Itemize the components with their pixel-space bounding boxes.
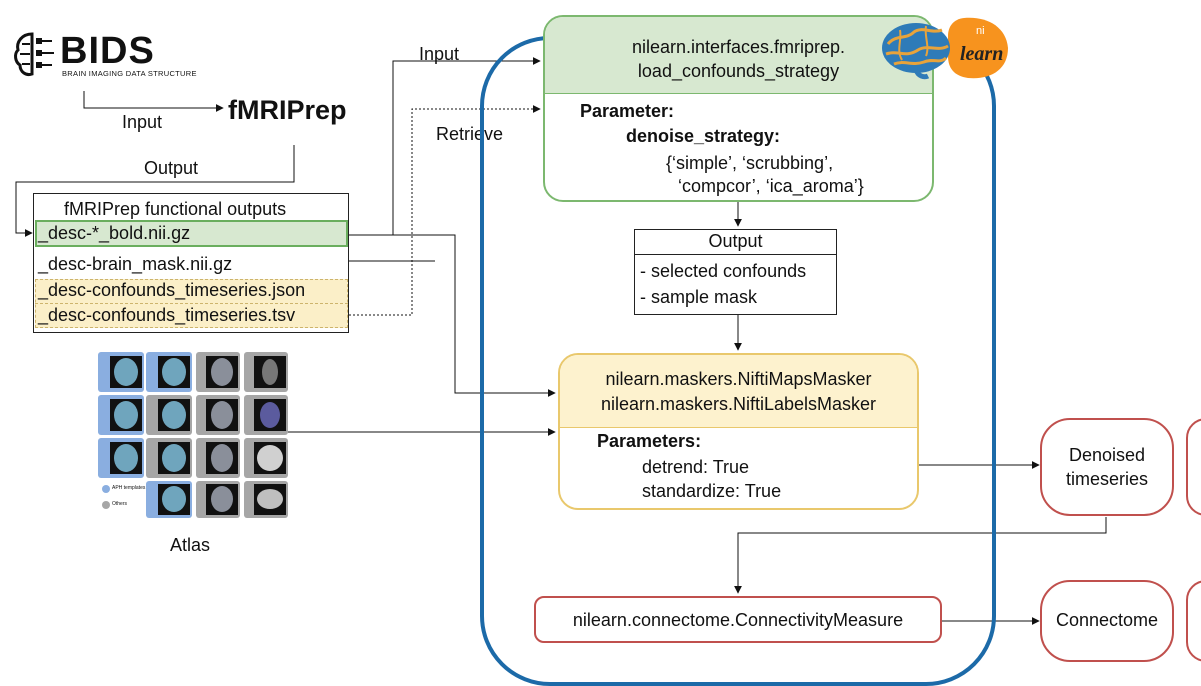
bids-logo-text: BIDS <box>60 30 155 72</box>
atlas-legend-others: Others <box>112 501 128 507</box>
file-brain-mask: _desc-brain_mask.nii.gz <box>38 254 233 274</box>
maskers-box <box>558 353 919 510</box>
load-confounds-strategy-box: nilearn.interfaces.fmriprep. load_confou… <box>543 15 934 202</box>
brain-circuit-icon <box>14 32 54 76</box>
connectome-node <box>1040 580 1174 662</box>
connectome-cylinder-end <box>1186 580 1201 662</box>
load-confounds-param-heading: Parameter: <box>580 101 675 121</box>
nilearn-logo-ni: ni <box>976 25 985 37</box>
maskers-line2: nilearn.maskers.NiftiLabelsMasker <box>600 394 877 414</box>
arrow-bold-to-maskers <box>349 234 556 397</box>
nilearn-logo-learn: learn <box>960 43 1003 65</box>
file-bold: _desc-*_bold.nii.gz <box>38 223 191 243</box>
arrow-confounds-retrieve <box>349 105 541 316</box>
file-row-divider <box>35 303 348 304</box>
confounds-output-divider <box>634 254 837 255</box>
denoised-timeseries-cylinder-end <box>1186 418 1201 516</box>
atlas-label: Atlas <box>170 535 211 555</box>
arrow-bids-to-fmriprep <box>83 91 224 112</box>
denoised-timeseries-node <box>1040 418 1174 516</box>
confounds-output-item-2: - sample mask <box>640 287 758 307</box>
file-row-bold-highlight <box>35 220 348 247</box>
maskers-param-standardize: standardize: True <box>642 481 782 501</box>
load-confounds-header <box>545 17 932 94</box>
arrow-denoised-to-connectivity <box>734 517 1107 594</box>
brain-icon <box>882 23 950 80</box>
load-confounds-line1: nilearn.interfaces.fmriprep. <box>631 37 846 57</box>
connectivity-measure-box <box>534 596 942 643</box>
fmriprep-outputs-title: fMRIPrep functional outputs <box>64 199 287 219</box>
edge-label-output: Output <box>144 158 199 178</box>
confounds-output-item-1: - selected confounds <box>640 261 807 281</box>
maskers-line1: nilearn.maskers.NiftiMapsMasker <box>605 369 872 389</box>
confounds-output-box <box>634 229 837 315</box>
load-confounds-param-values-2: ‘compcor’, ‘ica_aroma’} <box>678 176 864 196</box>
maskers-param-heading: Parameters: <box>597 431 702 451</box>
atlas-image-grid <box>98 352 288 518</box>
atlas-legend-aph: APH templates <box>112 485 146 491</box>
denoised-label-1: Denoised <box>1068 445 1146 465</box>
maskers-param-detrend: detrend: True <box>642 457 750 477</box>
edge-label-input-bids: Input <box>122 112 163 132</box>
maskers-header <box>560 355 917 428</box>
load-confounds-param-values-1: {‘simple’, ‘scrubbing’, <box>666 153 834 173</box>
nilearn-logo: ni learn <box>948 17 1008 79</box>
denoised-label-2: timeseries <box>1065 469 1149 489</box>
connectivity-measure-label: nilearn.connectome.ConnectivityMeasure <box>572 610 904 630</box>
fmriprep-node: fMRIPrep <box>228 95 347 125</box>
bids-logo-subtitle: BRAIN IMAGING DATA STRUCTURE <box>62 69 197 78</box>
file-confounds-tsv: _desc-confounds_timeseries.tsv <box>38 305 296 325</box>
confounds-output-title: Output <box>708 231 763 251</box>
connectome-label: Connectome <box>1055 610 1159 630</box>
edge-label-input-load: Input <box>419 44 460 64</box>
load-confounds-param-name: denoise_strategy: <box>626 126 781 146</box>
arrow-fmriprep-to-outputs <box>15 145 295 237</box>
file-confounds-json: _desc-confounds_timeseries.json <box>38 280 306 300</box>
edge-label-retrieve: Retrieve <box>436 124 504 144</box>
load-confounds-line2: load_confounds_strategy <box>637 61 840 81</box>
